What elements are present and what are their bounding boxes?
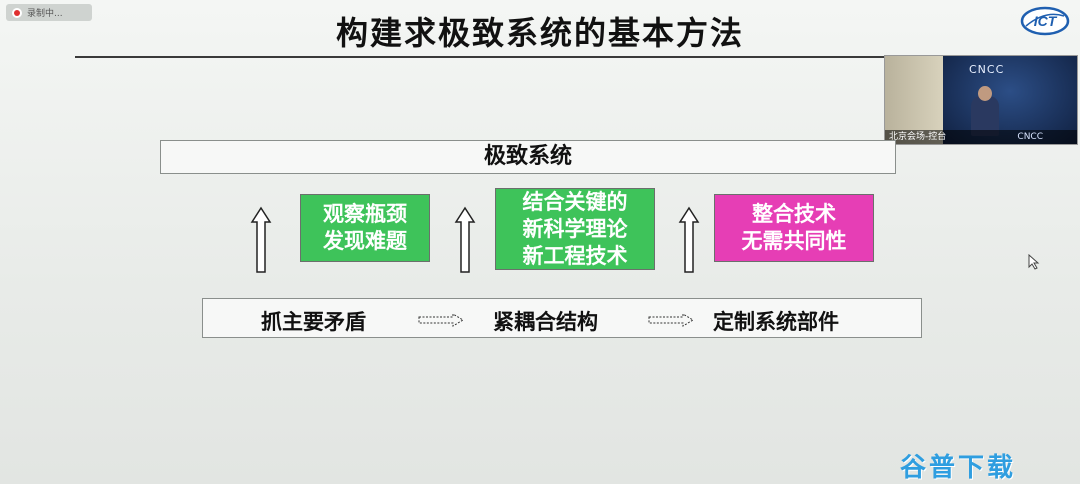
- video-watermark: CNCC: [1017, 132, 1043, 142]
- up-arrow-icon: [250, 206, 272, 273]
- box-science-engineering: 结合关键的 新科学理论 新工程技术: [495, 188, 655, 270]
- bottom-box: 抓主要矛盾 紧耦合结构 定制系统部件: [202, 298, 922, 338]
- recording-label: 录制中...: [27, 9, 63, 19]
- box-bottleneck: 观察瓶颈 发现难题: [300, 194, 430, 262]
- dashed-right-arrow-icon: [648, 313, 694, 327]
- bottom-item-custom-components: 定制系统部件: [713, 310, 839, 334]
- ict-logo: ICT: [1020, 6, 1070, 36]
- logo-text: ICT: [1034, 13, 1058, 29]
- box-integrate: 整合技术 无需共同性: [714, 194, 874, 262]
- record-icon: [12, 7, 22, 18]
- video-thumbnail[interactable]: CNCC 北京会场-控台 CNCC: [884, 55, 1078, 145]
- site-watermark: 谷普下载: [900, 453, 1017, 483]
- video-banner: CNCC: [969, 63, 1005, 76]
- bottom-item-tight-coupling: 紧耦合结构: [493, 310, 598, 334]
- up-arrow-icon: [454, 206, 476, 273]
- title-divider: [75, 56, 1075, 58]
- cursor-icon: [1028, 254, 1040, 270]
- video-caption: 北京会场-控台: [885, 130, 1077, 144]
- up-arrow-icon: [678, 206, 700, 273]
- speaker: [971, 96, 999, 136]
- dashed-right-arrow-icon: [418, 313, 464, 327]
- bottom-item-main-contradiction: 抓主要矛盾: [261, 310, 366, 334]
- top-box: 极致系统: [160, 140, 896, 174]
- slide-title: 构建求极致系统的基本方法: [335, 14, 744, 52]
- recording-indicator[interactable]: 录制中...: [6, 4, 92, 21]
